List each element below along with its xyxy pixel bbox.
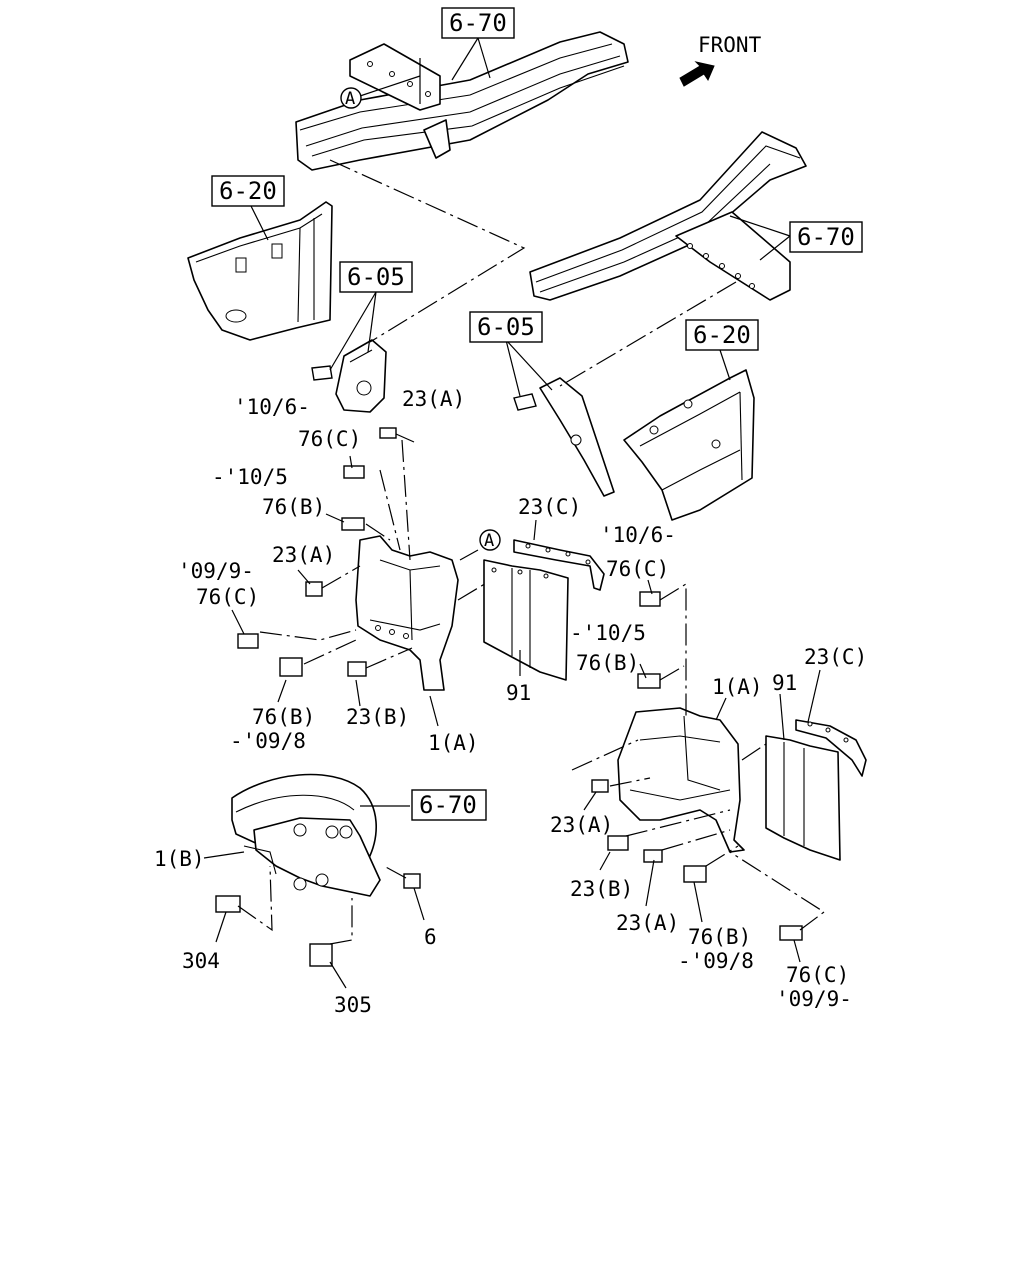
part-label-1A: 1(A) bbox=[712, 675, 763, 699]
ref-box-6-20-right[interactable]: 6-20 bbox=[685, 319, 759, 351]
bolt-304 bbox=[215, 895, 241, 913]
bolt-76C-2 bbox=[237, 633, 259, 649]
front-arrow-icon bbox=[679, 61, 715, 87]
svg-text:6-05: 6-05 bbox=[477, 313, 535, 341]
bolt-76C-4 bbox=[779, 925, 803, 941]
date-label: '09/9- bbox=[178, 559, 254, 583]
bolt-76B-4 bbox=[683, 865, 707, 883]
callout-a-top: A bbox=[340, 87, 362, 109]
bracket-6-05-right bbox=[513, 377, 615, 497]
svg-text:6-20: 6-20 bbox=[219, 177, 277, 205]
date-label: -'09/8 bbox=[678, 949, 754, 973]
svg-text:6-20: 6-20 bbox=[693, 321, 751, 349]
part-label-23A: 23(A) bbox=[402, 387, 465, 411]
bolt-76B-3 bbox=[637, 673, 661, 689]
bolt-76B-1 bbox=[341, 517, 365, 531]
part-label-23C: 23(C) bbox=[518, 495, 581, 519]
bolt-23A-2 bbox=[305, 581, 323, 597]
date-label: -'10/5 bbox=[570, 621, 646, 645]
bracket-6-05-left bbox=[311, 339, 387, 413]
leader-lines bbox=[203, 37, 826, 989]
ref-box-6-20-left[interactable]: 6-20 bbox=[211, 175, 285, 207]
part-label-305: 305 bbox=[334, 993, 372, 1017]
svg-text:6-70: 6-70 bbox=[419, 791, 477, 819]
part-label-91: 91 bbox=[772, 671, 797, 695]
part-label-91: 91 bbox=[506, 681, 531, 705]
front-label: FRONT bbox=[698, 33, 762, 57]
mudflap-right-91 bbox=[765, 735, 841, 861]
part-label-23A: 23(A) bbox=[616, 911, 679, 935]
part-label-1B: 1(B) bbox=[154, 847, 205, 871]
part-label-23B: 23(B) bbox=[570, 877, 633, 901]
bracket-6-20-right bbox=[623, 369, 755, 521]
date-label: '09/9- bbox=[776, 987, 852, 1011]
part-label-23A: 23(A) bbox=[272, 543, 335, 567]
part-label-76B: 76(B) bbox=[688, 925, 751, 949]
part-label-76B: 76(B) bbox=[576, 651, 639, 675]
bolt-23B-2 bbox=[607, 835, 629, 851]
ref-box-6-70-top[interactable]: 6-70 bbox=[441, 7, 515, 39]
part-label-23B: 23(B) bbox=[346, 705, 409, 729]
svg-text:6-70: 6-70 bbox=[797, 223, 855, 251]
mudguard-bracket-left-1A bbox=[355, 535, 459, 691]
strip-left-23C bbox=[513, 539, 605, 591]
frame-rail-right bbox=[529, 131, 807, 301]
bolt-305 bbox=[309, 943, 333, 967]
frame-rail-top-left bbox=[295, 31, 629, 171]
fender-assembly-1B bbox=[231, 773, 381, 897]
svg-text:6-05: 6-05 bbox=[347, 263, 405, 291]
strip-right-23C bbox=[795, 719, 867, 777]
bracket-6-20-left bbox=[187, 201, 333, 341]
part-label-76C: 76(C) bbox=[786, 963, 849, 987]
bolt-23B-1 bbox=[347, 661, 367, 677]
svg-text:A: A bbox=[484, 531, 494, 551]
mudguard-bracket-right-1A bbox=[617, 707, 745, 853]
date-label: '10/6- bbox=[600, 523, 676, 547]
part-label-23A: 23(A) bbox=[550, 813, 613, 837]
bolt-76C-3 bbox=[639, 591, 661, 607]
ref-box-6-70-right[interactable]: 6-70 bbox=[789, 221, 863, 253]
date-label: -'09/8 bbox=[230, 729, 306, 753]
bolts bbox=[215, 427, 803, 967]
ref-box-6-05-right[interactable]: 6-05 bbox=[469, 311, 543, 343]
bolt-76C-1 bbox=[343, 465, 365, 479]
svg-text:A: A bbox=[345, 89, 355, 109]
nut-6 bbox=[403, 873, 421, 889]
ref-box-6-70-bottom[interactable]: 6-70 bbox=[411, 789, 487, 821]
part-label-23C: 23(C) bbox=[804, 645, 867, 669]
bolt-23A-3 bbox=[591, 779, 609, 793]
part-label-304: 304 bbox=[182, 949, 220, 973]
date-label: '10/6- bbox=[234, 395, 310, 419]
part-label-1A: 1(A) bbox=[428, 731, 479, 755]
bolt-23A-1 bbox=[379, 427, 397, 439]
part-label-6: 6 bbox=[424, 925, 437, 949]
date-label: -'10/5 bbox=[212, 465, 288, 489]
part-label-76B: 76(B) bbox=[252, 705, 315, 729]
ref-box-6-05-left[interactable]: 6-05 bbox=[339, 261, 413, 293]
part-label-76C: 76(C) bbox=[298, 427, 361, 451]
mudflap-left-91 bbox=[483, 559, 569, 681]
bolt-76B-2 bbox=[279, 657, 303, 677]
part-label-76B: 76(B) bbox=[262, 495, 325, 519]
callout-a-left: A bbox=[479, 529, 501, 551]
part-label-76C: 76(C) bbox=[196, 585, 259, 609]
part-label-76C: 76(C) bbox=[606, 557, 669, 581]
svg-text:6-70: 6-70 bbox=[449, 9, 507, 37]
bolt-23A-4 bbox=[643, 849, 663, 863]
